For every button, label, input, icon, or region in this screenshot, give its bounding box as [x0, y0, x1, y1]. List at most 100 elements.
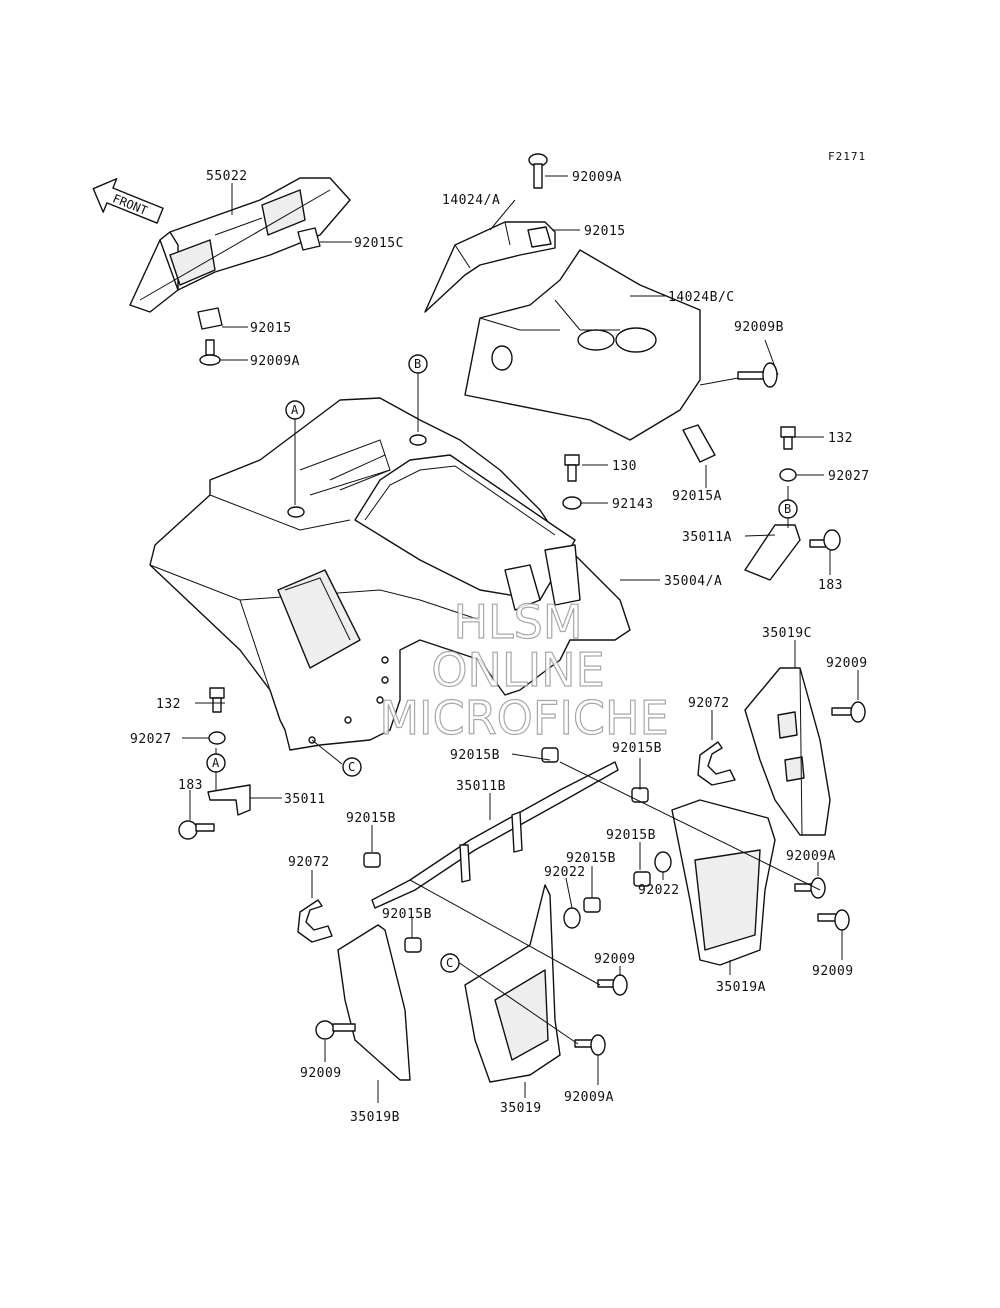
- clip-92015a: [682, 424, 716, 463]
- rear-fender-35004a: [149, 397, 631, 751]
- stay-35011b: [371, 761, 619, 909]
- svg-text:A: A: [212, 756, 220, 770]
- bolt-92009a-right: [794, 877, 826, 899]
- callout-92015b-4: 92015B: [606, 828, 656, 843]
- ref-marker-c-flap: C: [440, 953, 460, 973]
- callout-92009a-right: 92009A: [786, 849, 836, 864]
- figure-code: F2171: [828, 150, 866, 163]
- cover-14024bc: [464, 249, 701, 441]
- svg-text:C: C: [446, 956, 453, 970]
- svg-text:A: A: [291, 403, 299, 417]
- svg-text:B: B: [414, 357, 421, 371]
- mud-flap-35019: [464, 884, 561, 1083]
- bracket-35011a: [744, 524, 801, 581]
- ref-marker-a-top: A: [285, 400, 305, 420]
- ref-marker-a-left: A: [206, 753, 226, 773]
- bolt-132-left: [209, 687, 225, 713]
- clip-nut-92015-top: [527, 226, 552, 248]
- bracket-35011: [207, 784, 251, 816]
- bolt-183-left: [178, 820, 215, 840]
- callout-35011: 35011: [284, 792, 326, 807]
- washer-92022-2: [654, 851, 672, 873]
- washer-92027-left: [208, 731, 226, 745]
- watermark-line-1: HLSM: [453, 595, 582, 649]
- callout-55022: 55022: [206, 169, 248, 184]
- watermark: HLSM ONLINE MICROFICHE: [379, 594, 670, 745]
- bolt-132-right: [780, 426, 796, 450]
- clip-nut-92015c: [297, 227, 321, 251]
- callout-35004a: 35004/A: [664, 574, 722, 589]
- callout-92015b-1: 92015B: [450, 748, 500, 763]
- ref-marker-b-top: B: [408, 354, 428, 374]
- front-arrow-icon: FRONT: [92, 178, 164, 224]
- callout-35019: 35019: [500, 1101, 542, 1116]
- washer-92143: [562, 496, 582, 510]
- bolt-130: [564, 454, 580, 482]
- callout-35019a: 35019A: [716, 980, 766, 995]
- callout-92015b-5: 92015B: [566, 851, 616, 866]
- callout-35019c: 35019C: [762, 626, 812, 641]
- callout-92009a-top: 92009A: [572, 170, 622, 185]
- cover-14024a: [424, 221, 556, 313]
- callout-132-left: 132: [156, 697, 181, 712]
- callout-183-right: 183: [818, 578, 843, 593]
- callout-132-right: 132: [828, 431, 853, 446]
- bolt-92009a-left: [199, 339, 221, 366]
- callout-92009-left: 92009: [300, 1066, 342, 1081]
- nut-92015b-4: [633, 871, 651, 887]
- callout-92027-left: 92027: [130, 732, 172, 747]
- ref-marker-c-fender: C: [342, 757, 362, 777]
- clip-nut-92015-left: [197, 307, 223, 330]
- callout-92022-1: 92022: [544, 865, 586, 880]
- callout-92015-top: 92015: [584, 224, 626, 239]
- callout-92015a: 92015A: [672, 489, 722, 504]
- callout-92072-left: 92072: [288, 855, 330, 870]
- bolt-92009-right2: [817, 909, 850, 931]
- bolt-92009-right1: [831, 701, 866, 723]
- washer-92022-1: [563, 907, 581, 929]
- callout-92015b-2: 92015B: [612, 741, 662, 756]
- callout-92009-right2: 92009: [812, 964, 854, 979]
- watermark-line-2: ONLINE: [431, 643, 604, 697]
- svg-text:B: B: [784, 502, 791, 516]
- nut-92015b-1: [541, 747, 559, 763]
- callout-35019b: 35019B: [350, 1110, 400, 1125]
- band-92072-left: [297, 899, 333, 943]
- callout-183-left: 183: [178, 778, 203, 793]
- reflector-bracket-55022: [129, 177, 351, 313]
- callout-92027-right: 92027: [828, 469, 870, 484]
- callout-130: 130: [612, 459, 637, 474]
- nut-92015b-5: [583, 897, 601, 913]
- callout-35011b: 35011B: [456, 779, 506, 794]
- mud-flap-35019c: [744, 667, 831, 836]
- watermark-line-3: MICROFICHE: [379, 691, 668, 745]
- callout-14024a: 14024/A: [442, 193, 500, 208]
- nut-92015b-3: [363, 852, 381, 868]
- callout-92009-mid: 92009: [594, 952, 636, 967]
- bolt-92009b: [737, 362, 778, 388]
- callout-92015b-3: 92015B: [346, 811, 396, 826]
- callout-92015-left: 92015: [250, 321, 292, 336]
- bolt-92009a-top: [528, 153, 548, 189]
- bolt-92009-left: [315, 1020, 356, 1040]
- callout-92015c: 92015C: [354, 236, 404, 251]
- svg-text:C: C: [348, 760, 355, 774]
- callout-92009a-left: 92009A: [250, 354, 300, 369]
- callout-92009b: 92009B: [734, 320, 784, 335]
- bolt-92009a-bottom: [574, 1034, 606, 1056]
- mud-flap-35019a: [671, 799, 776, 966]
- nut-92015b-6: [404, 937, 422, 953]
- callout-92015b-6: 92015B: [382, 907, 432, 922]
- bolt-183-right: [809, 529, 841, 551]
- band-92072-right: [697, 741, 736, 786]
- washer-92027-right: [779, 468, 797, 482]
- mud-flap-35019b: [337, 924, 411, 1081]
- ref-marker-b-right: B: [778, 499, 798, 519]
- bolt-92009-mid: [597, 974, 628, 996]
- callout-92072-right: 92072: [688, 696, 730, 711]
- callout-35011a: 35011A: [682, 530, 732, 545]
- callout-92022-2: 92022: [638, 883, 680, 898]
- leader-lines: [182, 175, 859, 1103]
